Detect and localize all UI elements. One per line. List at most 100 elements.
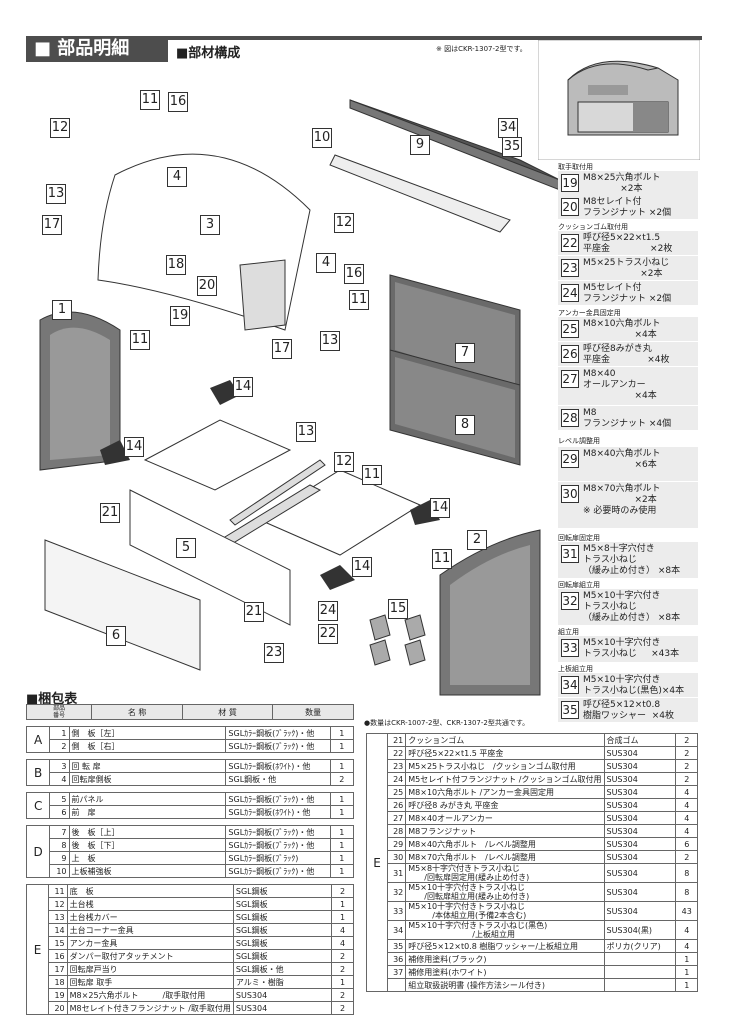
part-number: 35 <box>386 939 407 953</box>
material: SGL鋼板 <box>232 936 333 950</box>
part-name: M5×10十字穴付きトラス小ねじ /回転扉組立用(緩み止め付き) <box>405 882 605 902</box>
hw-text: M8×40六角ボルト ×6本 <box>583 449 661 470</box>
callout-10: 10 <box>312 128 332 148</box>
quantity: 1 <box>329 825 355 839</box>
hw-item-32: 32 M5×10十字穴付き トラス小ねじ （緩み止め付き） ×8本 <box>558 589 698 625</box>
callout-21: 21 <box>100 503 120 523</box>
part-name: M5×8十字穴付きトラス小ねじ /回転扉固定用(緩み止め付き) <box>405 863 605 883</box>
hw-text: M5×10十字穴付き トラス小ねじ （緩み止め付き） ×8本 <box>583 591 681 623</box>
callout-21b: 21 <box>244 602 264 622</box>
quantity: 1 <box>675 952 698 966</box>
col-qty: 数量 <box>272 704 354 720</box>
quantity: 6 <box>675 837 698 851</box>
hw-item-25: 25 M8×10六角ボルト ×4本 <box>558 317 698 341</box>
callout-35: 35 <box>502 137 522 157</box>
part-number: 1 <box>49 726 70 740</box>
hw-group-label: 回転扉固定用 <box>558 534 600 542</box>
hw-num: 19 <box>561 174 579 192</box>
hw-item-33: 33 M5×10十字穴付き トラス小ねじ ×43本 <box>558 636 698 662</box>
part-name: 呼び径8 みがき丸 平座金 <box>405 798 605 812</box>
package-label: C <box>25 792 51 819</box>
callout-8: 8 <box>455 415 475 435</box>
callout-33: 13 <box>46 184 66 204</box>
part-number: 14 <box>48 923 68 937</box>
material: SUS304 <box>603 746 677 760</box>
part-name: 回転扉戸当り <box>66 962 234 976</box>
callout-23: 23 <box>264 643 284 663</box>
part-name: M5×10十字穴付きトラス小ねじ /本体組立用(予備2本含む) <box>405 901 605 921</box>
part-number: 29 <box>386 837 407 851</box>
hw-num: 23 <box>561 259 579 277</box>
part-number: 24 <box>386 772 407 786</box>
part-name: 側 板［左］ <box>68 726 227 740</box>
exploded-view-diagram <box>39 99 560 696</box>
callout-31d: 11 <box>432 549 452 569</box>
quantity: 1 <box>329 792 355 806</box>
part-number: 19 <box>48 988 68 1002</box>
part-name: 底 板 <box>66 884 234 898</box>
part-name: 前パネル <box>68 792 227 806</box>
hw-group-label: 上板組立用 <box>558 665 593 673</box>
callout-20: 20 <box>197 276 217 296</box>
material: SUS304 <box>603 882 677 902</box>
quantity: 1 <box>331 910 354 924</box>
callout-9: 9 <box>410 135 430 155</box>
hw-num: 31 <box>561 545 579 563</box>
material: ポリカ(クリア) <box>603 939 677 953</box>
part-name: 前 扉 <box>68 805 227 819</box>
hw-item-24: 24 M5セレイト付 フランジナット ×2個 <box>558 281 698 305</box>
quantity: 1 <box>329 759 355 773</box>
hw-item-26: 26 呼び径8みがき丸 平座金 ×4枚 <box>558 342 698 366</box>
quantity: 1 <box>331 897 354 911</box>
part-number: 21 <box>386 733 407 747</box>
callout-32b: 12 <box>334 213 354 233</box>
material: SUS304 <box>603 837 677 851</box>
material: SGL鋼板・他 <box>232 962 333 976</box>
callout-24: 24 <box>318 601 338 621</box>
part-name: 土台コーナー金具 <box>66 923 234 937</box>
hw-group-label: 回転扉組立用 <box>558 581 600 589</box>
quantity: 4 <box>675 798 698 812</box>
quantity: 8 <box>675 882 698 902</box>
material: SGLｶﾗｰ鋼板(ﾎﾜｲﾄ)・他 <box>225 805 331 819</box>
callout-7: 7 <box>455 343 475 363</box>
part-name: クッションゴム <box>405 733 605 747</box>
hw-text: M5セレイト付 フランジナット ×2個 <box>583 283 672 304</box>
part-name: 回転扉 取手 <box>66 975 234 989</box>
callout-4b: 4 <box>316 253 336 273</box>
part-name: 補修用塗料(ホワイト) <box>405 965 605 979</box>
material: SGLｶﾗｰ鋼板(ﾌﾞﾗｯｸ)・他 <box>225 838 331 852</box>
part-number: 5 <box>49 792 70 806</box>
callout-14: 14 <box>233 377 253 397</box>
part-name: 後 板［上］ <box>68 825 227 839</box>
subtitle: ■部材構成 <box>176 46 241 61</box>
callout-6: 6 <box>106 626 126 646</box>
package-label: E <box>366 733 388 992</box>
hw-item-22: 22 呼び径5×22×t1.5 平座金 ×2枚 <box>558 231 698 255</box>
material: SUS304 <box>603 863 677 883</box>
material: SUS304 <box>603 759 677 773</box>
callout-5: 5 <box>176 538 196 558</box>
material: SGL鋼板・他 <box>225 772 331 786</box>
quantity: 1 <box>329 726 355 740</box>
part-number: 11 <box>48 884 68 898</box>
material: SGL鋼板 <box>232 949 333 963</box>
quantity: 43 <box>675 901 698 921</box>
callout-16b: 16 <box>344 264 364 284</box>
hw-item-27: 27 M8×40 オールアンカー ×4本 <box>558 367 698 405</box>
hw-num: 29 <box>561 450 579 468</box>
hw-text: 呼び径8みがき丸 平座金 ×4枚 <box>583 344 670 365</box>
part-number: 31 <box>386 863 407 883</box>
hw-item-35: 35 呼び径5×12×t0.8 樹脂ワッシャー ×4枚 <box>558 698 698 722</box>
